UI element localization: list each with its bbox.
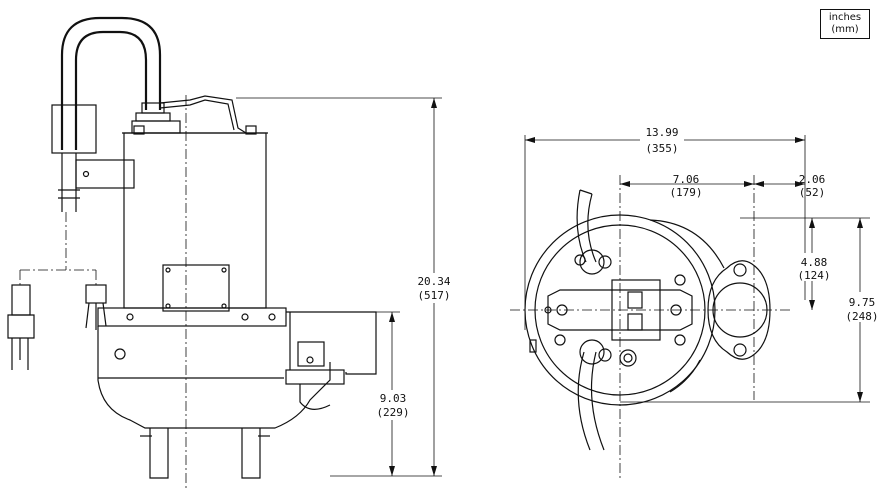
units-primary: inches [828,12,862,23]
discharge-offset-inches: 2.06 [799,173,826,186]
overall-height-inches: 20.34 [417,275,450,288]
discharge-height-mm: (229) [376,406,409,419]
discharge-to-center-mm: (124) [797,269,830,282]
side-view-pump [51,16,377,490]
units-legend: inches (mm) [820,9,870,39]
overall-height-mm: (517) [417,289,450,302]
overall-depth-inches: 9.75 [849,296,876,309]
discharge-offset-mm: (52) [799,186,826,199]
discharge-height-inches: 9.03 [380,392,407,405]
dim-overall-height: 20.34 (517) [236,97,456,477]
dim-discharge-height: 9.03 (229) [372,311,414,476]
center-to-discharge-inches: 7.06 [673,173,700,186]
dim-overall-width: 13.99 (355) [524,126,806,330]
discharge-to-center-inches: 4.88 [801,256,828,269]
overall-width-mm: (355) [645,142,678,155]
dim-discharge-to-center: 4.88 (124) [740,217,870,310]
power-plug [7,212,107,370]
dim-center-to-discharge: 7.06 (179) [620,173,754,199]
dim-overall-depth: 9.75 (248) [620,218,880,403]
overall-width-inches: 13.99 [645,126,678,139]
dim-discharge-offset: 2.06 (52) [754,173,825,199]
center-to-discharge-mm: (179) [669,186,702,199]
top-view-pump [524,189,771,451]
units-secondary: (mm) [831,24,859,35]
overall-depth-mm: (248) [845,310,878,323]
